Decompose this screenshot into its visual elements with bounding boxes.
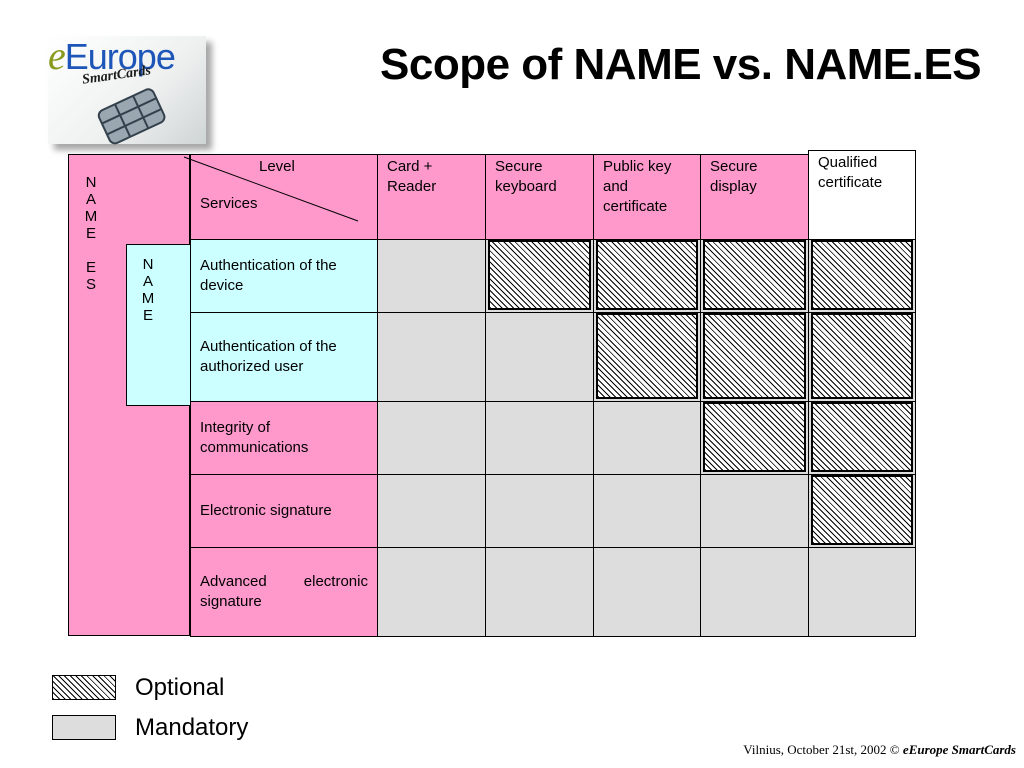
grid-cell	[485, 547, 594, 637]
column-header-line: and	[603, 178, 629, 195]
side-letter: S	[85, 276, 96, 293]
row-label: Advanced electronic signature	[190, 547, 378, 637]
column-header-line: Card +	[387, 158, 433, 175]
row-label: Authentication of the authorized user	[190, 312, 378, 402]
row-label: Authentication of the device	[190, 239, 378, 313]
optional-mark	[811, 240, 913, 310]
side-letter: M	[141, 290, 155, 307]
grid-cell	[593, 547, 701, 637]
legend-mandatory-label: Mandatory	[135, 714, 249, 741]
optional-mark	[703, 313, 806, 399]
column-header: Public key and certificate	[593, 154, 701, 240]
column-header: Secure display	[700, 154, 809, 240]
grid-cell	[808, 547, 916, 637]
grid-cell	[377, 401, 486, 475]
side-letter: E	[142, 307, 153, 324]
grid-cell	[700, 547, 809, 637]
column-header-line: certificate	[603, 198, 668, 215]
grid-cell	[485, 401, 594, 475]
legend-optional-label: Optional	[135, 674, 225, 701]
column-header-line: keyboard	[495, 178, 557, 195]
optional-mark	[596, 240, 698, 310]
row-label: Electronic signature	[190, 474, 378, 548]
column-header-line: Public key	[603, 158, 672, 175]
esmartcards-logo: eEurope SmartCards	[42, 32, 212, 152]
row-label: Integrity of communications	[190, 401, 378, 475]
optional-mark	[703, 240, 806, 310]
side-letter: M	[84, 208, 98, 225]
optional-mark	[811, 475, 913, 545]
logo-wordmark: eEurope	[48, 33, 176, 78]
column-header: Secure keyboard	[485, 154, 594, 240]
optional-mark	[811, 402, 913, 472]
grid-cell	[485, 312, 594, 402]
services-header: Services	[200, 195, 258, 212]
smartcard-chip-icon	[97, 88, 166, 145]
row-label-text: Authentication of the device	[200, 257, 337, 294]
optional-mark	[488, 240, 591, 310]
side-letter: N	[142, 256, 154, 273]
row-label-text: Authentication of the authorized user	[200, 338, 337, 375]
grid-cell	[377, 474, 486, 548]
side-letter: A	[142, 273, 153, 290]
column-header-line: Reader	[387, 178, 437, 195]
side-letter: N	[85, 174, 97, 191]
side-letter: A	[85, 191, 96, 208]
column-header: Qualified certificate	[808, 150, 916, 240]
legend-optional-swatch	[52, 675, 116, 700]
column-header-line: Qualified	[818, 154, 878, 171]
page-title: Scope of NAME vs. NAME.ES	[380, 40, 982, 89]
column-header-line: display	[710, 178, 757, 195]
footer-brand: eEurope SmartCards	[902, 742, 1016, 757]
grid-cell	[593, 474, 701, 548]
row-label-text: Advanced electronic signature	[200, 573, 368, 610]
grid-cell	[593, 401, 701, 475]
footer-text: Vilnius, October 21st, 2002 ©	[743, 742, 903, 757]
optional-mark	[703, 402, 806, 472]
grid-cell	[700, 474, 809, 548]
side-letter: E	[85, 259, 96, 276]
grid-cell	[485, 474, 594, 548]
row-label-text: Integrity of communications	[200, 419, 309, 456]
column-header-line: certificate	[818, 174, 883, 191]
side-letter: E	[85, 225, 96, 242]
column-header: Card + Reader	[377, 154, 486, 240]
grid-cell	[377, 239, 486, 313]
footer: Vilnius, October 21st, 2002 © eEurope Sm…	[743, 742, 1016, 758]
grid-cell	[377, 547, 486, 637]
column-header-line: Secure	[495, 158, 543, 175]
column-header-line: Secure	[710, 158, 758, 175]
level-header: Level	[259, 158, 295, 175]
side-letter	[84, 242, 98, 259]
optional-mark	[811, 313, 913, 399]
legend-mandatory-swatch	[52, 715, 116, 740]
grid-cell	[377, 312, 486, 402]
optional-mark	[596, 313, 698, 399]
row-label-text: Electronic signature	[200, 502, 332, 519]
